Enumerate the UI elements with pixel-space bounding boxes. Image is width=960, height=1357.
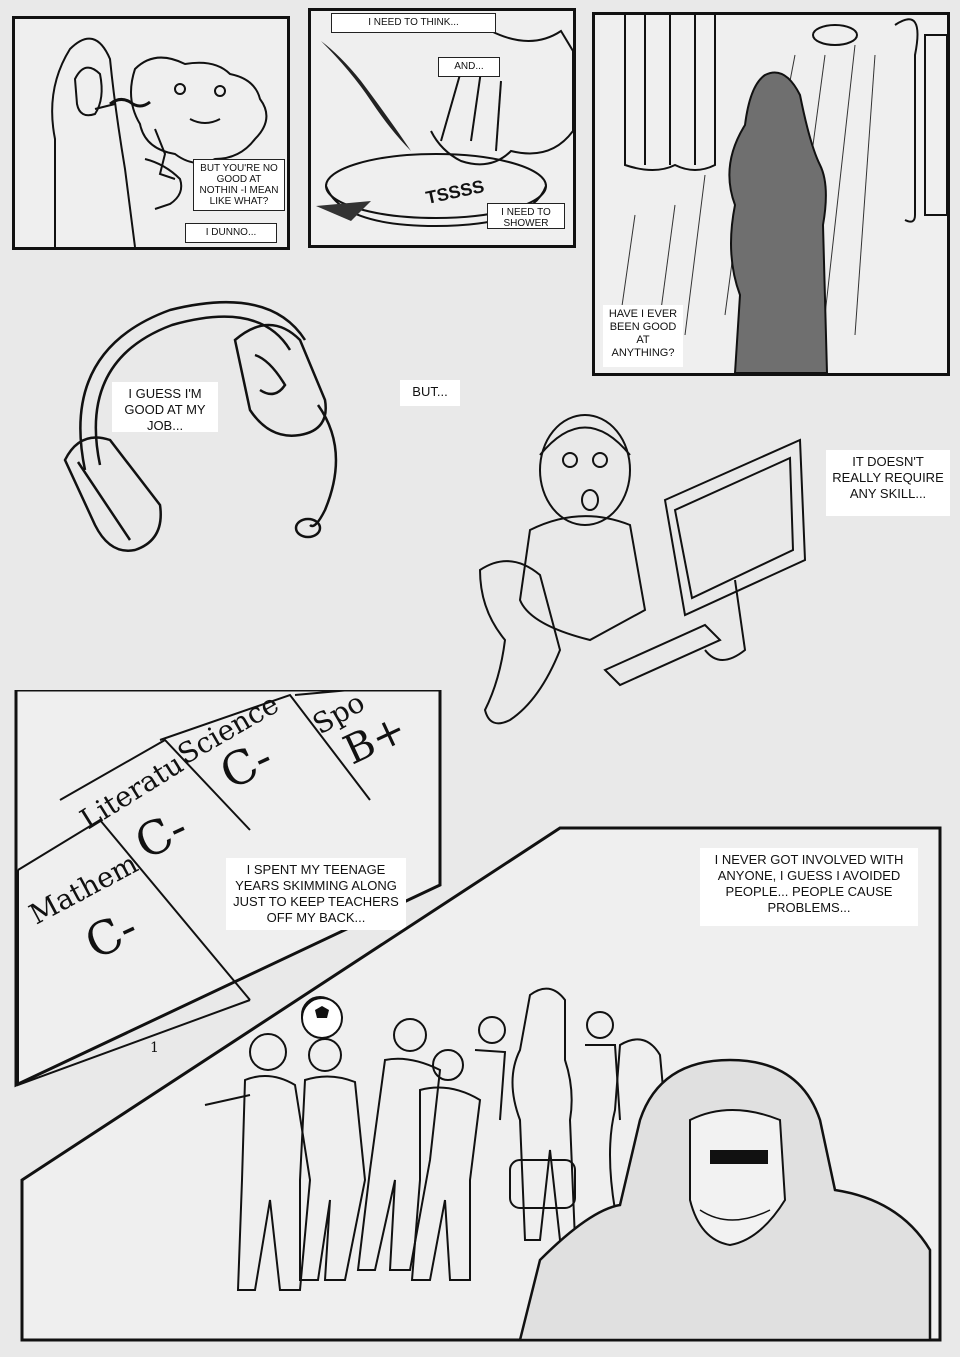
- smoker-illustration: [51, 37, 268, 247]
- caption-and: AND...: [438, 57, 500, 77]
- showering-figure: [728, 71, 829, 373]
- panel-2-ashtray: TSSSS I NEED TO THINK... AND... I NEED T…: [308, 8, 576, 248]
- caption-but: BUT...: [400, 380, 460, 406]
- panel-1-smoker: BUT YOU'RE NO GOOD AT NOTHIN -I MEAN LIK…: [12, 16, 290, 250]
- caption-need-to-shower: I NEED TO SHOWER: [487, 203, 565, 229]
- speech-caption-no-good: BUT YOU'RE NO GOOD AT NOTHIN -I MEAN LIK…: [193, 159, 285, 211]
- caption-never-involved: I NEVER GOT INVOLVED WITH ANYONE, I GUES…: [700, 848, 918, 926]
- headset-illustration: [63, 300, 338, 552]
- caption-good-at-job: I GUESS I'M GOOD AT MY JOB...: [112, 382, 218, 433]
- caption-teenage-years: I SPENT MY TEENAGE YEARS SKIMMING ALONG …: [226, 858, 406, 930]
- report-page-number: 1: [150, 1040, 159, 1056]
- speech-caption-dunno: I DUNNO...: [185, 223, 277, 243]
- caption-have-i-ever: HAVE I EVER BEEN GOOD AT ANYTHING?: [603, 305, 683, 367]
- monkey-at-computer-illustration: [478, 414, 807, 725]
- caption-no-skill: IT DOESN'T REALLY REQUIRE ANY SKILL...: [826, 450, 950, 516]
- panel-3-shower: HAVE I EVER BEEN GOOD AT ANYTHING?: [592, 12, 950, 376]
- panel-6-crowd: [20, 826, 942, 1342]
- caption-need-to-think: I NEED TO THINK...: [331, 13, 496, 33]
- hooded-figure: [518, 1058, 932, 1342]
- sfx-tssss: TSSSS: [424, 176, 486, 208]
